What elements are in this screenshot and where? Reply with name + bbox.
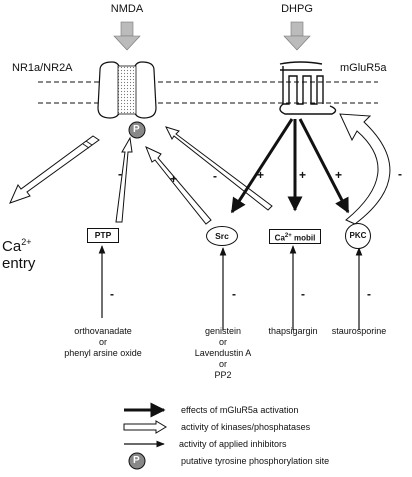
- ptp-inhibitor-label: orthovanadate or phenyl arsine oxide: [64, 326, 142, 358]
- mglur5a-label: mGluR5a: [340, 62, 387, 74]
- pkc-to-mglur5a-feedback-arrow: [339, 113, 391, 225]
- sign-src-nmda: +: [170, 172, 178, 186]
- dhpg-label: DHPG: [281, 3, 313, 15]
- pkc-inhibitor-label: staurosporine: [331, 326, 387, 336]
- phospho-site-label: P: [133, 124, 140, 135]
- ptp-node: PTP: [87, 228, 119, 243]
- sign-inhib-ca: -: [301, 287, 305, 301]
- legend-item-phospho-site: putative tyrosine phosphorylation site: [181, 456, 330, 466]
- inhibitor-arrows: [98, 245, 363, 330]
- legend-item-mglu-effects: effects of mGluR5a activation: [181, 405, 299, 415]
- ptp-to-nmda-arrow: [115, 136, 133, 223]
- cell-membrane: [38, 81, 378, 104]
- sign-ptp-nmda: -: [118, 167, 122, 181]
- sign-inhib-pkc: -: [367, 287, 371, 301]
- mglur5a-effect-arrows: [230, 118, 350, 214]
- sign-mglu-pkc: +: [335, 168, 343, 182]
- sign-mglu-ptp: -: [213, 169, 217, 183]
- pkc-node: PKC: [345, 223, 371, 249]
- src-to-nmda-arrow: [145, 146, 212, 225]
- sign-inhib-src: -: [232, 287, 236, 301]
- src-node: Src: [206, 226, 238, 246]
- nmda-receptor-label: NR1a/NR2A: [12, 62, 73, 74]
- sign-mglu-ca: +: [299, 168, 307, 182]
- sign-pkc-feedback: -: [398, 167, 402, 181]
- legend-item-kinases: activity of kinases/phosphatases: [181, 422, 311, 432]
- nmda-receptor-channel: [97, 61, 157, 119]
- legend-phospho-symbol: P: [133, 455, 140, 466]
- nmda-input-arrow: [113, 21, 141, 51]
- nmda-label: NMDA: [110, 3, 144, 15]
- sign-inhib-ptp: -: [110, 287, 114, 301]
- src-inhibitor-label: genistein or Lavendustin A or PP2: [194, 326, 252, 380]
- nmda-to-ca-entry-arrow: [9, 135, 100, 204]
- phospho-site-icon: [128, 121, 146, 139]
- sign-mglu-src: +: [257, 168, 265, 182]
- ca-mobil-node: Ca2+ mobil: [269, 229, 321, 244]
- dhpg-input-arrow: [283, 21, 311, 51]
- legend-symbols: [123, 402, 167, 470]
- legend-item-inhibitors: activity of applied inhibitors: [179, 439, 287, 449]
- mglur5a-receptor: [279, 61, 337, 115]
- ca-entry-label: Ca2+entry: [2, 237, 36, 272]
- ca-inhibitor-label: thapsigargin: [268, 326, 318, 336]
